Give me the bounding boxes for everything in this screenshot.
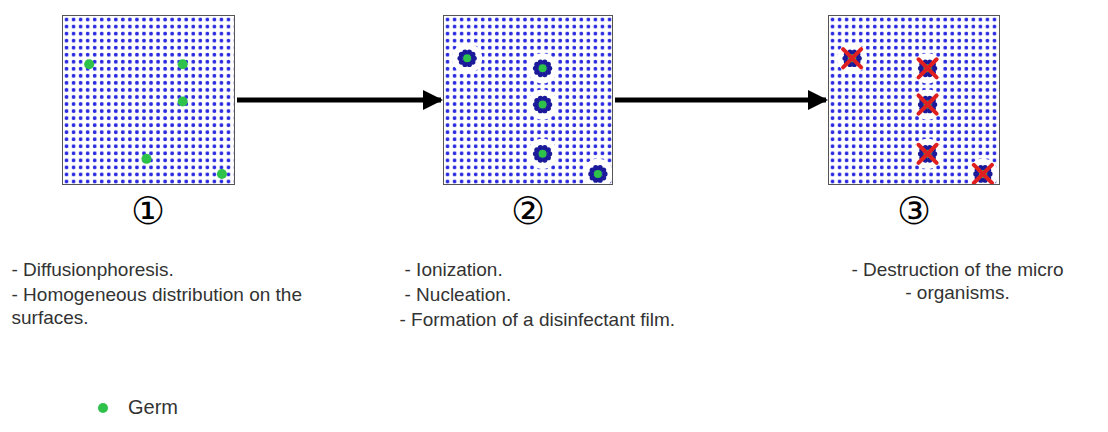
germ xyxy=(84,59,94,69)
germ xyxy=(837,43,867,73)
step-description: - Ionization. xyxy=(405,258,705,282)
step-number: ① xyxy=(62,188,235,236)
destroyed-mark xyxy=(919,95,937,113)
step-description: - Formation of a disinfectant film. xyxy=(400,308,870,332)
destroyed-mark xyxy=(919,59,937,77)
legend-text: Germ xyxy=(128,396,178,418)
surface-panel: ①- Diffusionphoresis.- Homogeneous distr… xyxy=(62,15,235,185)
step-description: - Nucleation. xyxy=(405,283,705,307)
legend-swatch xyxy=(98,403,108,413)
germ xyxy=(178,96,188,106)
process-arrow xyxy=(237,98,441,103)
germ xyxy=(527,53,557,83)
destroyed-mark xyxy=(974,165,992,183)
surface-panel: ③- Destruction of the micro - organisms. xyxy=(828,15,1000,185)
step-description: - Destruction of the micro - organisms. xyxy=(848,258,1068,306)
dot-grid xyxy=(444,16,612,184)
germ xyxy=(141,154,151,164)
germ xyxy=(178,59,188,69)
germ xyxy=(527,89,557,119)
step-number: ③ xyxy=(828,188,1000,236)
destroyed-mark xyxy=(919,145,937,163)
surface-illustration xyxy=(444,16,612,184)
step-description: - Homogeneous distribution on the surfac… xyxy=(12,283,312,331)
surface-panel: ②- Ionization.- Nucleation.- Formation o… xyxy=(443,15,613,185)
step-number: ② xyxy=(443,188,613,236)
destroyed-mark xyxy=(843,49,861,67)
dot-grid xyxy=(63,16,234,184)
step-description: - Diffusionphoresis. xyxy=(12,258,392,282)
germ xyxy=(968,159,998,184)
legend-entry: Germ xyxy=(98,396,178,419)
germ xyxy=(583,159,612,184)
germ xyxy=(912,139,942,169)
germ xyxy=(912,89,942,119)
surface-illustration xyxy=(63,16,234,184)
germ xyxy=(527,139,557,169)
germ xyxy=(217,169,227,179)
surface-illustration xyxy=(829,16,999,184)
germ xyxy=(452,43,482,73)
germ xyxy=(912,53,942,83)
dot-grid xyxy=(829,16,999,184)
process-arrow xyxy=(615,98,826,103)
